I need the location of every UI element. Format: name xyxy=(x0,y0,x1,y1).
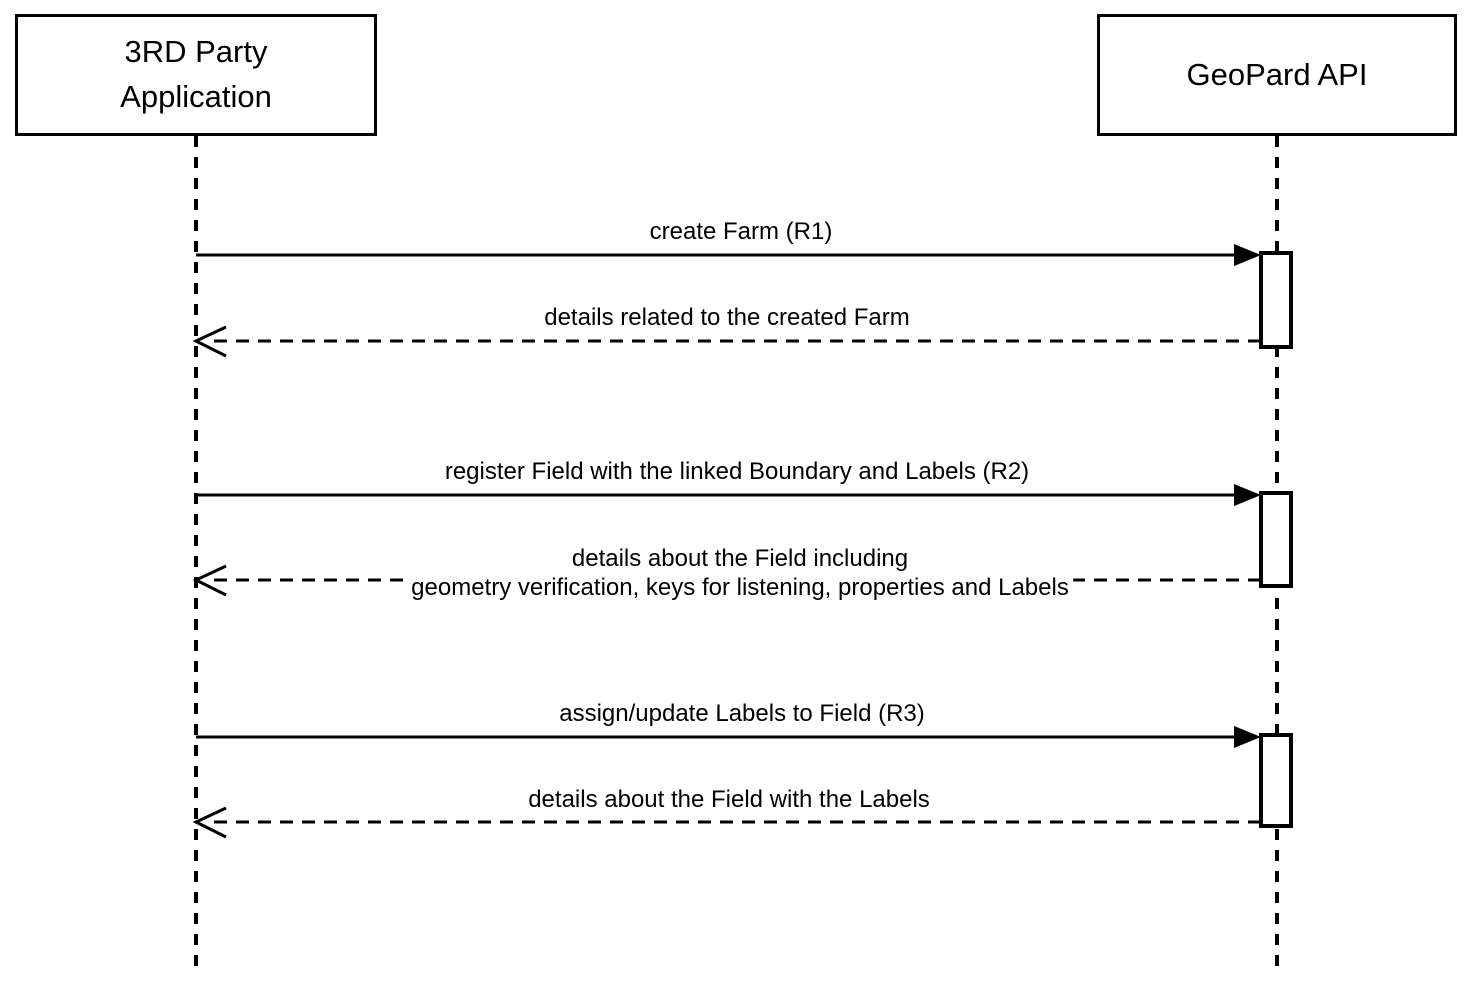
message-label-r1-request: create Farm (R1) xyxy=(645,217,837,246)
actor-label-geopard-api: GeoPard API xyxy=(1186,56,1368,92)
arrowhead-r2-request xyxy=(1234,484,1261,506)
arrowhead-r2-response xyxy=(192,564,227,597)
message-label-r1-response: details related to the created Farm xyxy=(540,303,914,332)
message-label-r3-request: assign/update Labels to Field (R3) xyxy=(555,699,929,728)
activation-bar-r3 xyxy=(1259,733,1293,828)
arrowhead-r1-response xyxy=(192,325,227,358)
message-label-r3-response: details about the Field with the Labels xyxy=(524,785,934,814)
arrowhead-r1-request xyxy=(1234,244,1261,266)
arrowhead-r3-response xyxy=(192,806,227,839)
arrowhead-r3-request xyxy=(1234,726,1261,748)
actor-box-third-party-application: 3RD Party Application xyxy=(15,14,377,136)
actor-box-geopard-api: GeoPard API xyxy=(1097,14,1457,136)
activation-bar-r2 xyxy=(1259,491,1293,588)
message-label-r2-response: details about the Field including geomet… xyxy=(407,544,1073,602)
activation-bar-r1 xyxy=(1259,251,1293,349)
message-label-r2-request: register Field with the linked Boundary … xyxy=(440,457,1034,486)
actor-label-third-party-application: 3RD Party Application xyxy=(120,34,272,114)
